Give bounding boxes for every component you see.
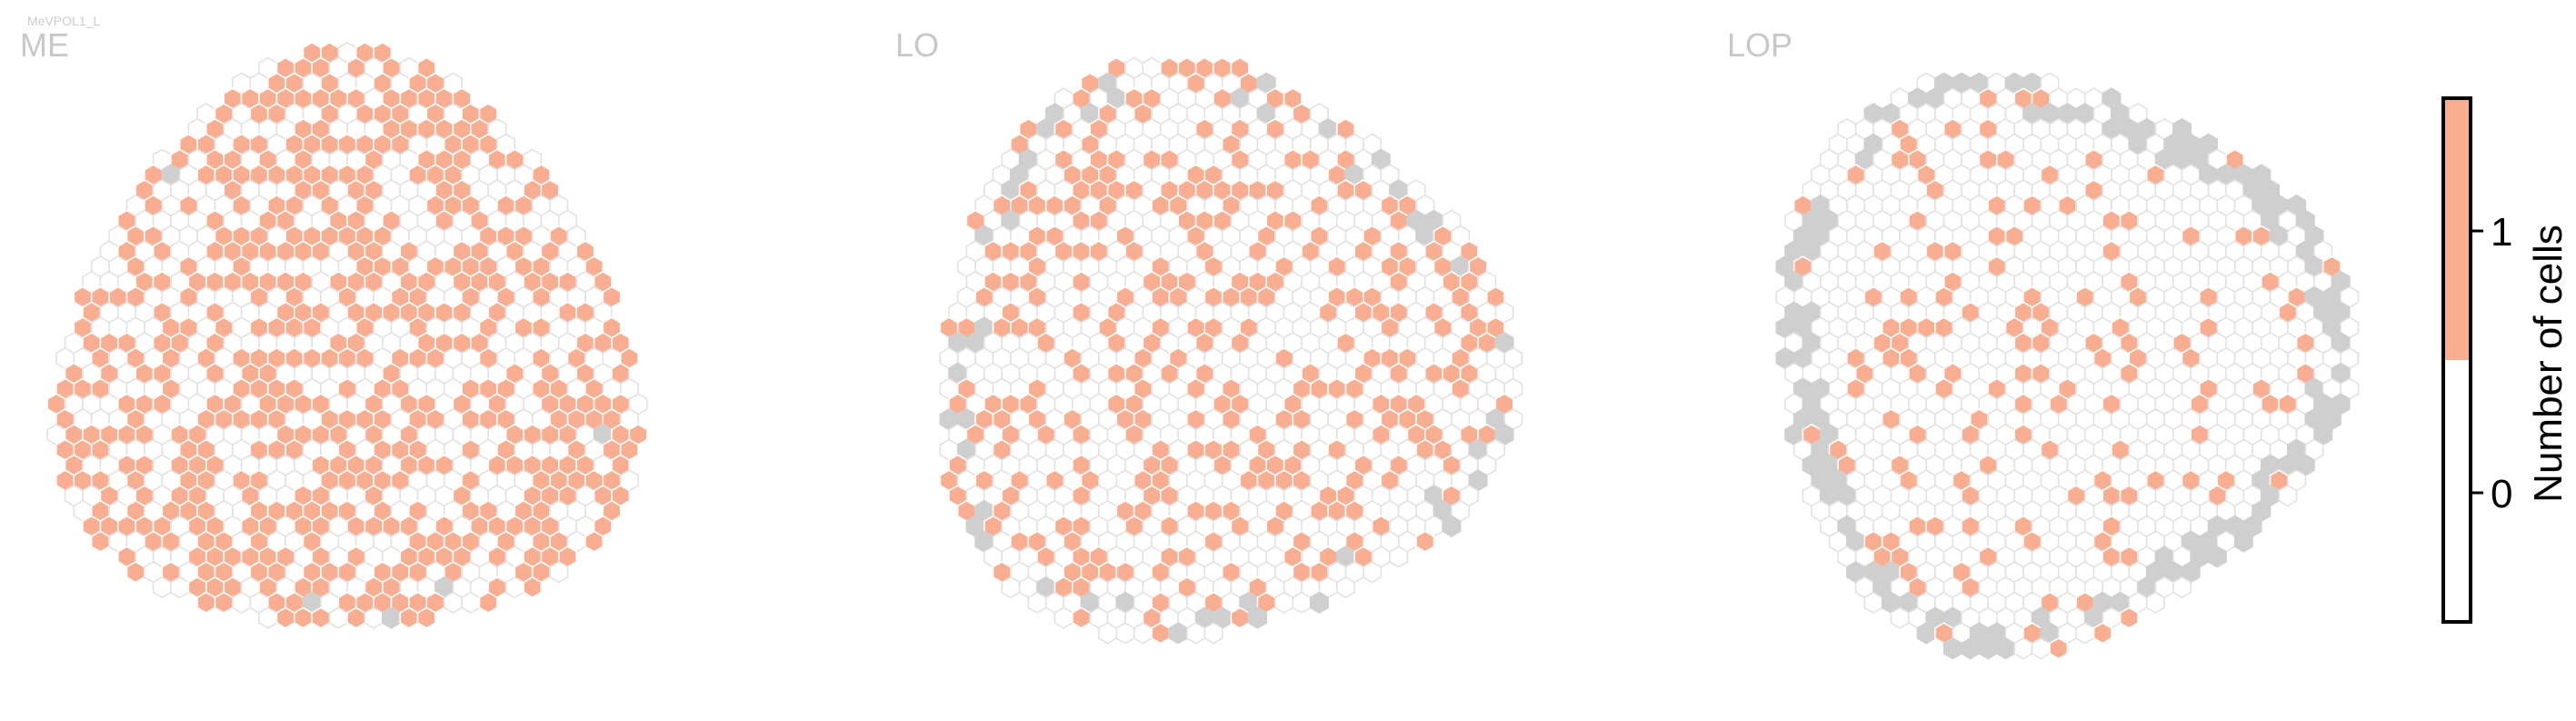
hex-cell (1230, 606, 1250, 629)
hex-cell (1389, 546, 1409, 568)
hex-cell (2145, 591, 2165, 614)
hex-cell (170, 576, 190, 599)
hex-cell (311, 606, 331, 629)
hex-cell (416, 606, 436, 629)
hex-cell (381, 606, 402, 629)
hex-cell (1098, 622, 1118, 645)
hex-cell (1248, 606, 1267, 629)
hex-cell (1027, 591, 1047, 614)
hex-cell (1442, 515, 1462, 537)
hex-cell (2049, 637, 2069, 660)
hex-cell (1151, 622, 1171, 645)
hex-cell (275, 606, 295, 629)
hex-cell (1863, 591, 1883, 614)
hex-cell (523, 576, 543, 599)
hex-cell (1890, 606, 1910, 629)
hex-cell (549, 561, 569, 584)
hex-cell (1996, 637, 2015, 660)
hex-cell (2233, 530, 2253, 553)
hex-cell (1336, 576, 1355, 599)
hex-cell (399, 606, 419, 629)
hex-cell (2075, 622, 2095, 645)
hex-cell (1168, 622, 1188, 645)
hex-cell (232, 591, 252, 614)
hex-cell (293, 606, 314, 629)
colorbar-label: Number of cells (2526, 225, 2571, 503)
hex-cell (1309, 591, 1329, 614)
hex-map-lop (1775, 72, 2360, 660)
hex-cell (364, 606, 384, 629)
hex-cell (1053, 606, 1073, 629)
hex-cell (1961, 637, 1981, 660)
hex-cell (1203, 622, 1223, 645)
hex-cell (584, 530, 604, 553)
chart-subtitle: MeVPOL1_L (27, 14, 100, 28)
hex-cell (90, 530, 110, 553)
hex-cell (1186, 622, 1206, 645)
colorbar: 1 0 Number of cells (2441, 96, 2571, 624)
panel-title-me: ME (20, 26, 69, 64)
hex-cell (461, 591, 481, 614)
hex-cell (1274, 591, 1294, 614)
hex-cell (258, 606, 278, 629)
hex-map-me (46, 41, 648, 629)
hex-cell (1942, 637, 1962, 660)
hex-cell (1978, 637, 1998, 660)
hex-cell (1001, 576, 1021, 599)
hex-map-lo (939, 56, 1523, 645)
hex-cell (443, 591, 463, 614)
hex-cell (1115, 622, 1135, 645)
hex-cell (2092, 622, 2112, 645)
hex-cell (478, 591, 498, 614)
panel-title-lo: LO (895, 26, 939, 64)
hex-cell (2119, 606, 2139, 629)
hex-cell (2031, 637, 2051, 660)
hex-cell (2013, 637, 2033, 660)
panel-title-lop: LOP (1727, 26, 1792, 64)
hex-cell (346, 606, 366, 629)
colorbar-tick-label-0: 0 (2491, 472, 2512, 516)
colorbar-segment-zero (2443, 360, 2471, 622)
hex-cell (1072, 606, 1091, 629)
hex-cell (1415, 530, 1435, 553)
hex-cell (1916, 622, 1936, 645)
hex-cell (1363, 561, 1383, 584)
colorbar-tick-label-1: 1 (2491, 210, 2512, 255)
hex-cell (2172, 576, 2192, 599)
hex-cell (1133, 622, 1153, 645)
hex-cell (504, 576, 524, 599)
hex-cell (328, 606, 348, 629)
hex-cell (214, 591, 234, 614)
hex-cell (2278, 485, 2298, 507)
hex-cell (1292, 591, 1312, 614)
hex-cell (2207, 546, 2227, 568)
hex-cell (125, 561, 145, 584)
colorbar-segment-one (2443, 98, 2471, 360)
hex-cell (152, 576, 172, 599)
hex-cell (196, 591, 216, 614)
colorbar-frame (2441, 96, 2472, 624)
